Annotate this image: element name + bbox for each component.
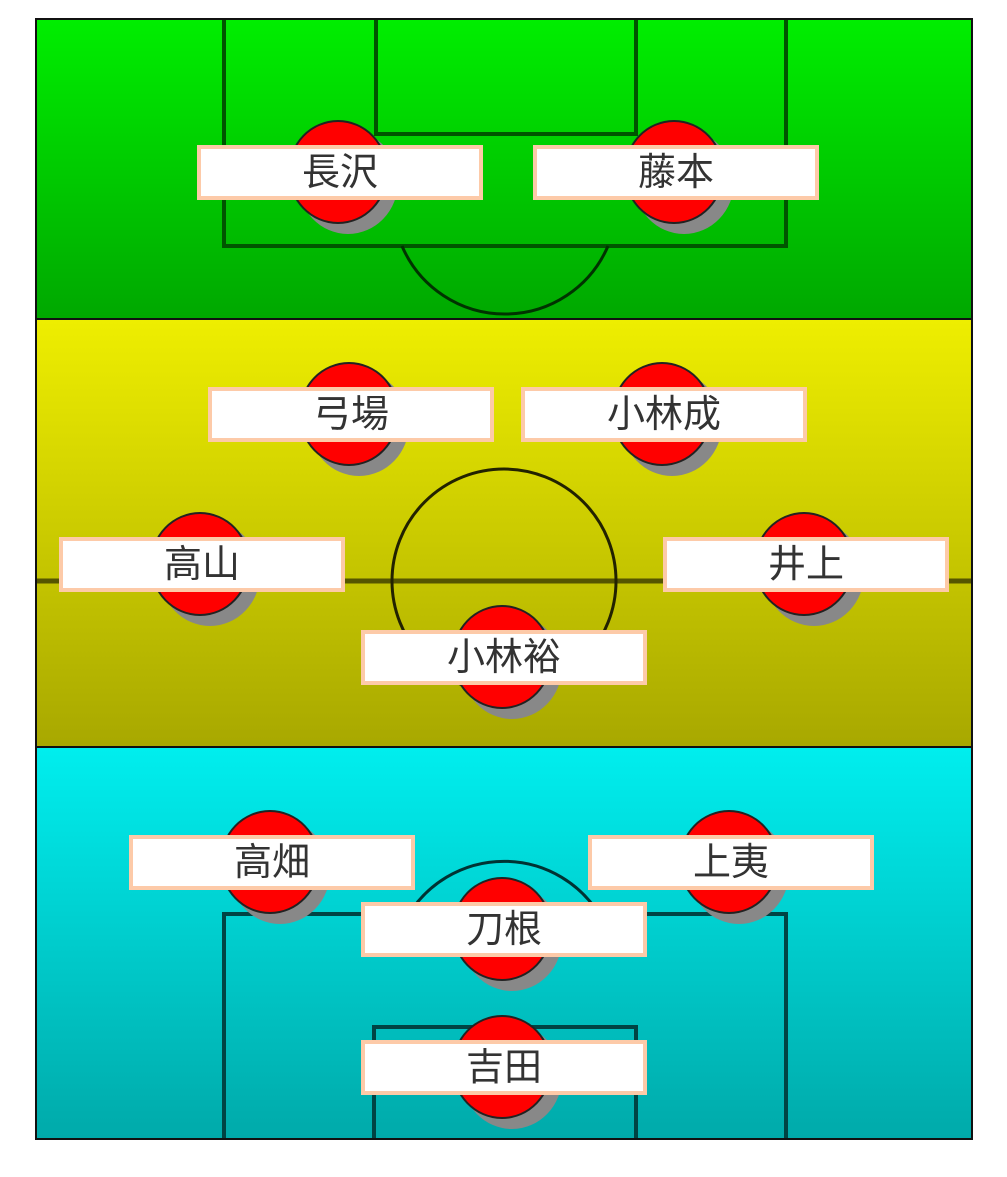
player-name: 上夷 [588,835,874,890]
player-name: 吉田 [361,1040,647,1095]
player-name: 藤本 [533,145,819,200]
player-name: 刀根 [361,902,647,957]
player-name: 井上 [663,537,949,592]
player-name: 小林裕 [361,630,647,685]
pitch-lines-top [222,20,788,316]
player-name: 弓場 [208,387,494,442]
forward-zone [37,20,971,320]
player-name: 高山 [59,537,345,592]
player-name: 高畑 [129,835,415,890]
player-name: 小林成 [521,387,807,442]
player-name: 長沢 [197,145,483,200]
